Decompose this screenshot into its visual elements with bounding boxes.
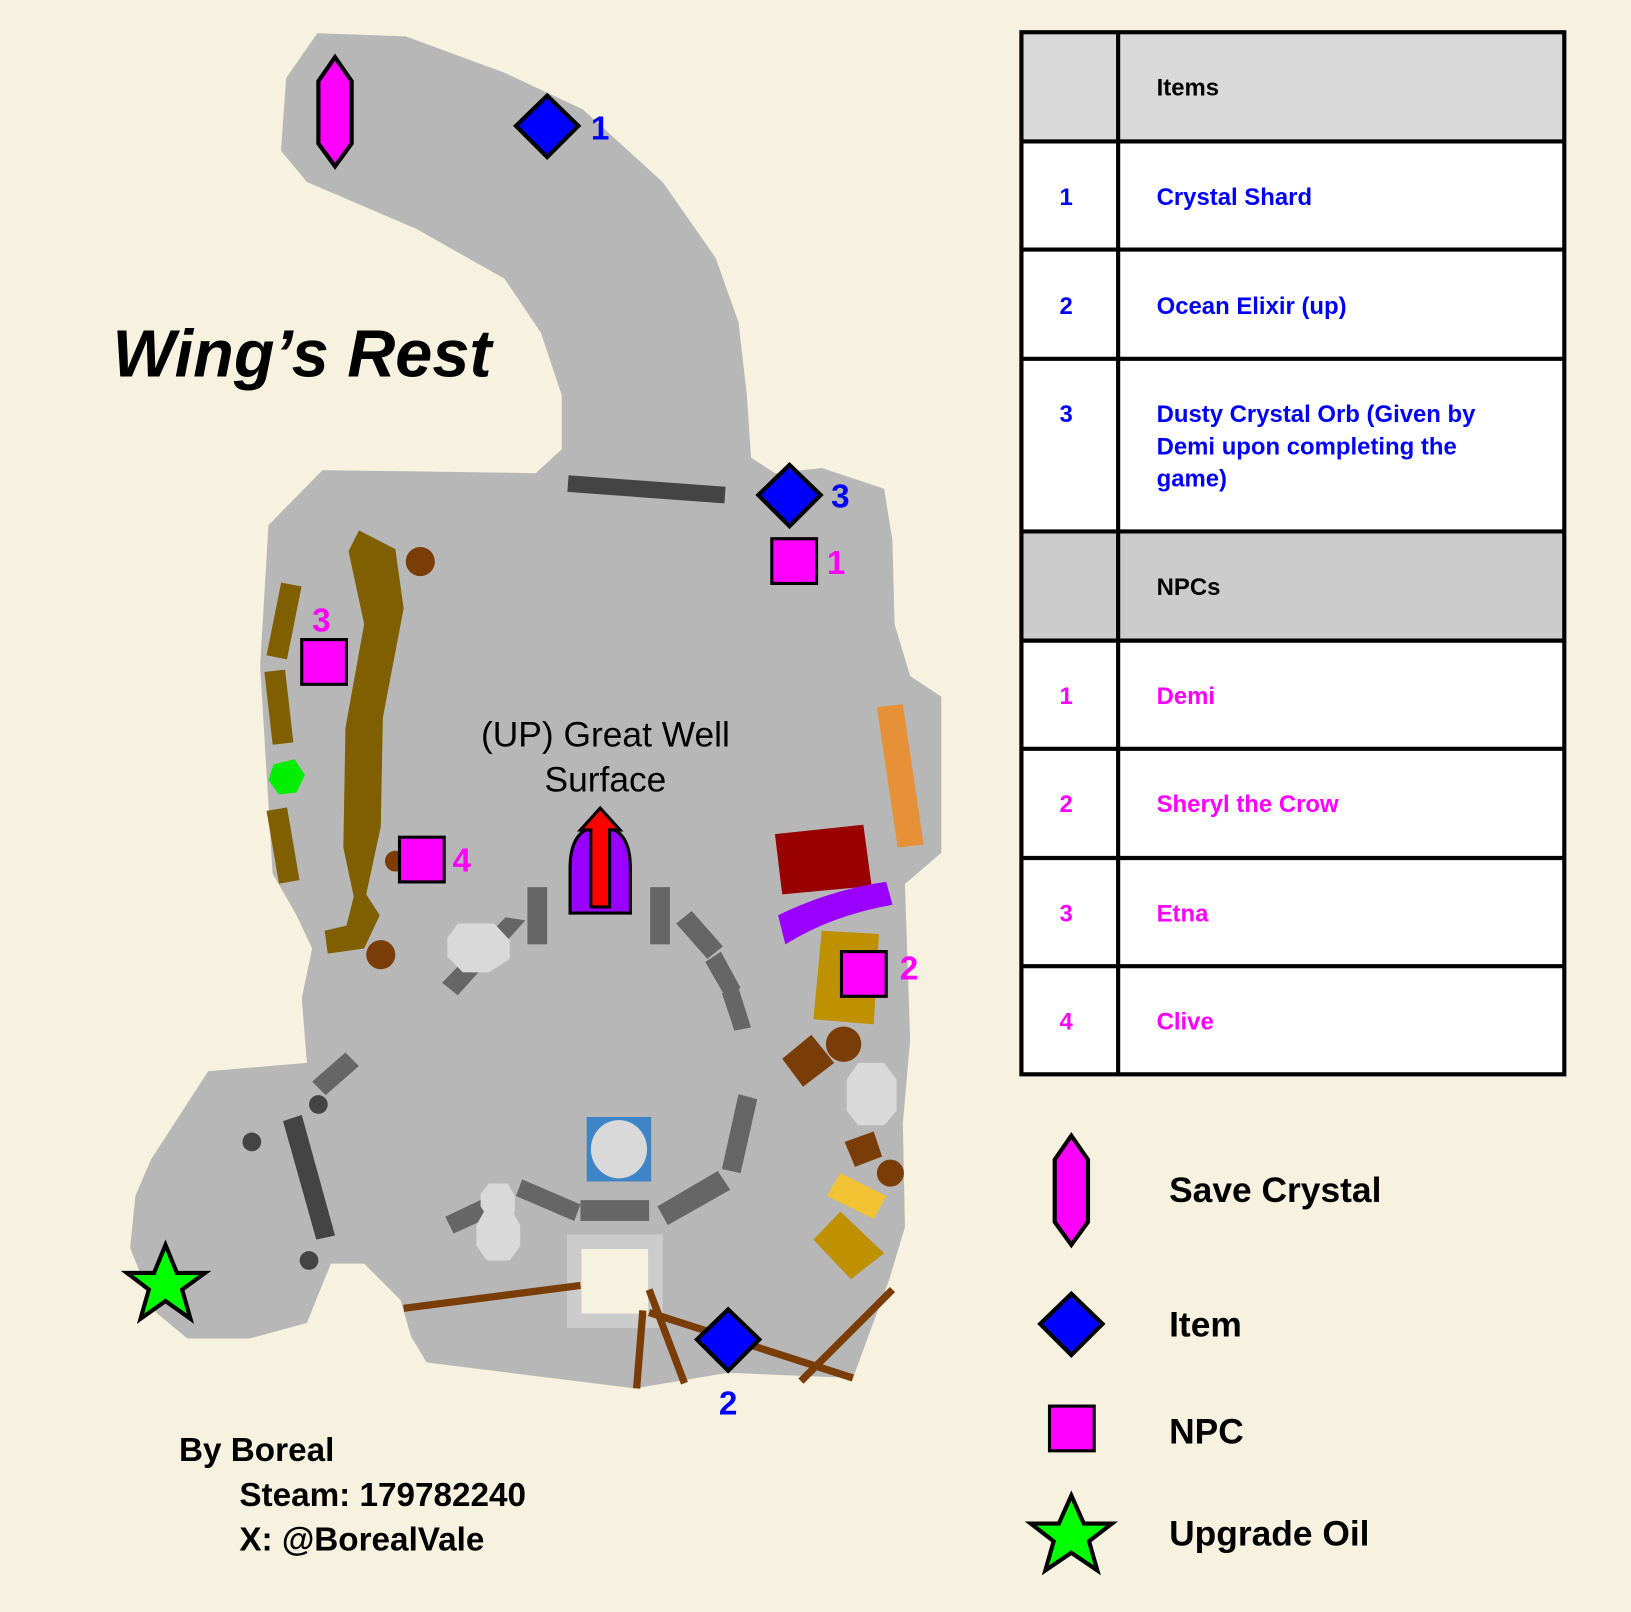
item-diamond-icon <box>1037 1290 1106 1359</box>
item-row-num: 3 <box>1059 401 1072 428</box>
item-row-name-line: game) <box>1157 466 1227 493</box>
npc-square-icon <box>770 537 819 585</box>
legend-table: Items 1 Crystal Shard 2 Ocean Elixir (up… <box>1019 30 1567 1077</box>
credits-x: X: @BorealVale <box>239 1522 484 1559</box>
npc-square-icon <box>1047 1404 1096 1453</box>
item-number: 2 <box>719 1385 738 1422</box>
npc-row-name: Demi <box>1157 683 1215 710</box>
npc-number: 2 <box>900 951 919 988</box>
npc-row-name: Etna <box>1157 900 1210 927</box>
npc-row-num: 4 <box>1059 1009 1073 1036</box>
destination-label-line2: Surface <box>544 760 666 799</box>
destination-label-line1: (UP) Great Well <box>481 716 730 755</box>
npc-marker[interactable]: 2 <box>839 950 919 998</box>
npc-marker[interactable]: 3 <box>300 602 349 686</box>
item-number: 1 <box>591 110 610 147</box>
item-number: 3 <box>831 479 850 516</box>
item-diamond-icon <box>513 92 582 160</box>
legend-label: Upgrade Oil <box>1169 1514 1369 1553</box>
npc-row-name: Sheryl the Crow <box>1157 791 1339 818</box>
npc-number: 3 <box>312 602 331 639</box>
npc-square-icon <box>397 835 446 884</box>
npc-number: 4 <box>453 843 472 880</box>
upgrade-oil-star-icon[interactable] <box>120 1239 212 1324</box>
map-title: Wing’s Rest <box>112 317 494 391</box>
npc-square-icon <box>839 950 888 998</box>
item-marker[interactable]: 3 <box>755 461 850 530</box>
npc-row-num: 1 <box>1059 683 1072 710</box>
map-decorations <box>242 475 924 1389</box>
credits-author: By Boreal <box>179 1432 334 1469</box>
npc-row-num: 2 <box>1059 791 1072 818</box>
npc-marker[interactable]: 4 <box>397 835 472 884</box>
up-arrow-icon <box>576 805 624 909</box>
item-diamond-icon <box>755 461 824 530</box>
legend-label: Save Crystal <box>1169 1171 1381 1210</box>
map-floor <box>130 33 942 1389</box>
item-diamond-icon <box>693 1306 763 1374</box>
npc-square-icon <box>300 638 349 686</box>
item-row-name-line: Dusty Crystal Orb (Given by <box>1157 401 1477 428</box>
upgrade-oil-star-icon <box>1024 1490 1118 1576</box>
item-row-num: 2 <box>1059 293 1072 320</box>
legend-label: NPC <box>1169 1413 1244 1452</box>
item-marker[interactable]: 2 <box>693 1306 763 1422</box>
item-marker[interactable]: 1 <box>513 92 610 160</box>
item-row-name: Crystal Shard <box>1157 184 1312 211</box>
npc-row-num: 3 <box>1059 900 1072 927</box>
items-header: Items <box>1157 75 1219 102</box>
item-row-num: 1 <box>1059 184 1072 211</box>
legend-label: Item <box>1169 1305 1242 1344</box>
npc-marker[interactable]: 1 <box>770 537 846 585</box>
save-crystal-icon[interactable] <box>316 53 354 170</box>
npc-row-name: Clive <box>1157 1009 1214 1036</box>
save-crystal-icon <box>1052 1132 1091 1249</box>
item-row-name-line: Demi upon completing the <box>1157 433 1457 460</box>
symbol-legend: Save Crystal Item NPC Upgrade Oil <box>1024 1132 1381 1576</box>
item-row-name: Ocean Elixir (up) <box>1157 293 1347 320</box>
npcs-header: NPCs <box>1157 574 1221 601</box>
npc-number: 1 <box>827 545 846 582</box>
credits-steam: Steam: 179782240 <box>239 1477 526 1514</box>
